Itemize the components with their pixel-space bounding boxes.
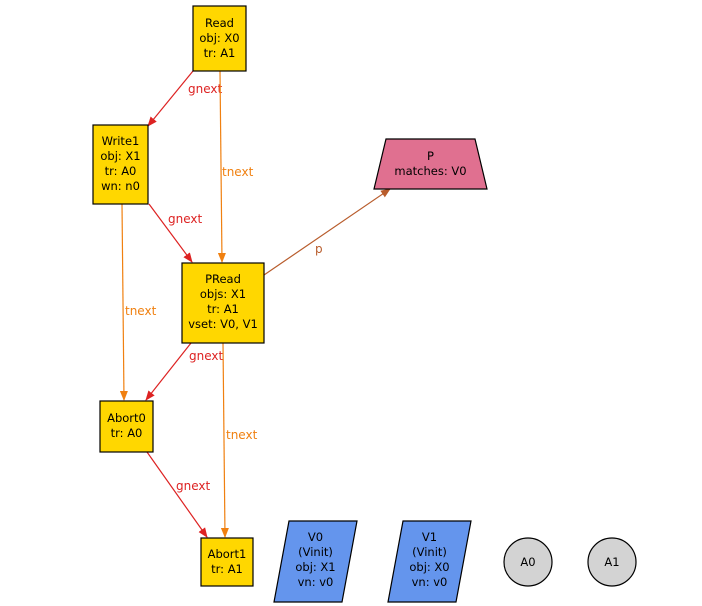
node-predicate-p[interactable]: P matches: V0 bbox=[373, 138, 488, 190]
node-label: A0 bbox=[520, 555, 535, 569]
node-label: obj: X1 bbox=[295, 560, 335, 574]
node-version-v0[interactable]: V0 (Vinit) obj: X1 vn: v0 bbox=[273, 520, 358, 603]
node-label: Abort0 bbox=[107, 411, 146, 425]
node-label: (Vinit) bbox=[412, 545, 447, 559]
node-label: matches: V0 bbox=[394, 164, 466, 178]
node-label: obj: X0 bbox=[409, 560, 449, 574]
node-write1[interactable]: Write1 obj: X1 tr: A0 wn: n0 bbox=[92, 124, 149, 205]
node-agent-a1[interactable]: A1 bbox=[587, 537, 637, 587]
edge-abort0-abort1: gnext bbox=[146, 451, 210, 538]
node-label: PRead bbox=[205, 272, 241, 286]
edge-label: tnext bbox=[222, 165, 254, 179]
edge-label: p bbox=[315, 242, 323, 256]
edge-label: gnext bbox=[168, 212, 202, 226]
edge-label: gnext bbox=[176, 479, 210, 493]
edge-pread-abort0: gnext bbox=[145, 342, 223, 401]
node-label: Read bbox=[205, 16, 234, 30]
node-label: tr: A1 bbox=[207, 302, 239, 316]
edge-read-write1: gnext bbox=[147, 70, 222, 127]
edge-label: gnext bbox=[188, 82, 222, 96]
node-label: vn: v0 bbox=[298, 575, 334, 589]
edge-label: gnext bbox=[189, 349, 223, 363]
edge-write1-pread: gnext bbox=[148, 203, 202, 263]
node-label: obj: X1 bbox=[100, 149, 140, 163]
node-abort0[interactable]: Abort0 tr: A0 bbox=[99, 400, 154, 453]
edge-pread-pred: p bbox=[263, 188, 391, 276]
edge-write1-abort0: tnext bbox=[119, 203, 157, 401]
node-label: (Vinit) bbox=[298, 545, 333, 559]
edge-pread-abort1: tnext bbox=[220, 342, 258, 538]
node-version-v1[interactable]: V1 (Vinit) obj: X0 vn: v0 bbox=[387, 520, 472, 603]
node-label: tr: A0 bbox=[105, 164, 137, 178]
edge-label: tnext bbox=[226, 428, 258, 442]
node-label: Write1 bbox=[102, 134, 140, 148]
node-read[interactable]: Read obj: X0 tr: A1 bbox=[192, 5, 247, 72]
node-label: objs: X1 bbox=[200, 287, 246, 301]
node-label: tr: A1 bbox=[211, 562, 243, 576]
node-label: obj: X0 bbox=[199, 31, 239, 45]
node-label: tr: A0 bbox=[111, 426, 143, 440]
edge-read-pread: tnext bbox=[217, 70, 254, 263]
edge-label: tnext bbox=[125, 304, 157, 318]
node-label: Abort1 bbox=[208, 547, 247, 561]
node-label: tr: A1 bbox=[204, 46, 236, 60]
node-agent-a0[interactable]: A0 bbox=[503, 537, 553, 587]
node-label: vset: V0, V1 bbox=[188, 317, 258, 331]
node-label: vn: v0 bbox=[412, 575, 448, 589]
node-abort1[interactable]: Abort1 tr: A1 bbox=[200, 537, 254, 587]
node-label: A1 bbox=[604, 555, 619, 569]
node-label: V1 bbox=[422, 530, 437, 544]
node-label: V0 bbox=[308, 530, 323, 544]
node-pread[interactable]: PRead objs: X1 tr: A1 vset: V0, V1 bbox=[181, 262, 265, 344]
node-label: P bbox=[427, 149, 434, 163]
node-label: wn: n0 bbox=[101, 179, 140, 193]
